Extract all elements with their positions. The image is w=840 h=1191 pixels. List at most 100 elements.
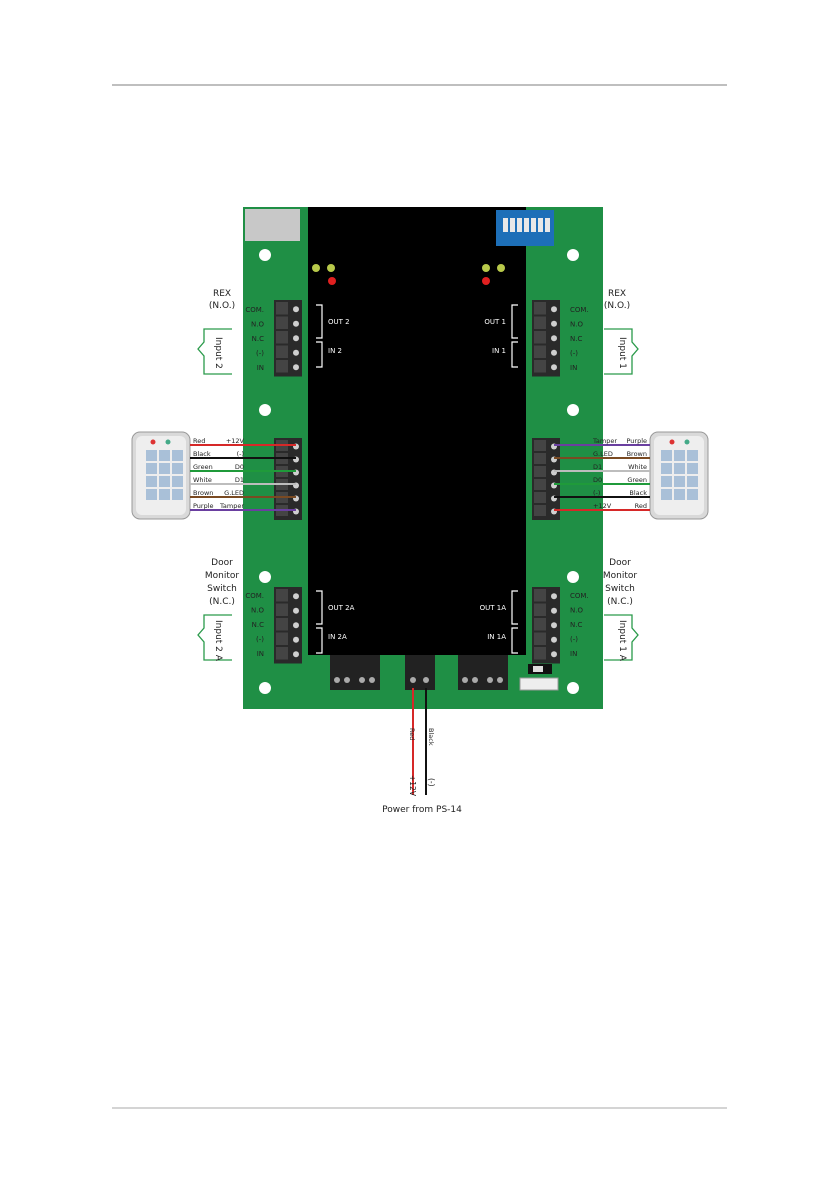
group-bracket	[511, 341, 518, 368]
wiring-labels: COM. N.O N.C (-) IN COM. N.O N.C (-) IN COM. N.O N.C…	[190, 304, 650, 658]
terminal-screw	[293, 622, 299, 629]
board-label-sticker	[245, 209, 300, 241]
right-wire-color-5: Red	[635, 502, 647, 510]
right-top-pin-2: N.C	[570, 335, 582, 343]
terminal-screw	[293, 349, 299, 356]
terminal-screw	[293, 607, 299, 614]
right-wire-signal-0: Tamper	[592, 437, 617, 445]
right-wire-signal-5: +12V	[593, 502, 612, 510]
left-wire-color-5: Purple	[193, 502, 214, 510]
right-wire-signal-3: D0	[593, 476, 602, 484]
group-bracket	[316, 304, 323, 339]
status-leds	[312, 264, 505, 285]
right-wire-color-2: White	[628, 463, 647, 471]
terminal-screw	[551, 335, 557, 342]
left-rex-title: REX	[213, 289, 231, 299]
terminal-screw	[551, 364, 557, 371]
right-in-bottom: IN 1A	[487, 633, 506, 641]
right-bottom-pin-1: N.O	[570, 607, 583, 615]
left-wire-signal-4: G.LED	[224, 489, 244, 497]
right-door-line1: Door	[609, 558, 631, 568]
right-top-pin-3: (-)	[570, 350, 578, 358]
right-rex-sub: (N.O.)	[604, 301, 630, 311]
black-module	[308, 207, 526, 655]
left-wire-color-2: Green	[193, 463, 213, 471]
left-rex-sub: (N.O.)	[209, 301, 235, 311]
right-wire-color-4: Black	[629, 489, 647, 497]
left-door-line1: Door	[211, 558, 233, 568]
terminal-screw	[551, 349, 557, 356]
dip-switch	[496, 210, 554, 246]
left-bottom-pin-0: COM.	[245, 592, 264, 600]
right-out-bottom: OUT 1A	[480, 604, 507, 612]
terminal-block	[532, 438, 560, 520]
power-pos-label: +12V	[408, 775, 417, 797]
right-wire-color-3: Green	[627, 476, 647, 484]
terminal-screw	[293, 320, 299, 327]
left-door-line4: (N.C.)	[209, 597, 235, 607]
terminal-screw	[551, 306, 557, 313]
right-wire-signal-1: G.LED	[593, 450, 613, 458]
left-wire-color-4: Brown	[193, 489, 213, 497]
left-input-top: Input 2	[213, 337, 223, 369]
left-in-top: IN 2	[328, 347, 342, 355]
group-bracket	[511, 304, 518, 339]
terminal-screw	[293, 335, 299, 342]
input-brackets	[197, 328, 639, 661]
mounting-holes	[259, 249, 579, 694]
group-bracket	[316, 341, 323, 368]
right-bottom-pin-2: N.C	[570, 621, 582, 629]
right-labels: REX (N.O.) Door Monitor Switch (N.C.)	[603, 289, 638, 607]
terminal-screw	[293, 593, 299, 600]
right-wire-color-0: Purple	[626, 437, 647, 445]
right-top-pin-0: COM.	[570, 306, 589, 314]
left-top-pin-1: N.O	[251, 321, 264, 329]
left-top-pin-4: IN	[257, 364, 264, 372]
right-top-pin-4: IN	[570, 364, 577, 372]
terminal-block	[274, 300, 302, 377]
terminal-block	[274, 587, 302, 664]
terminal-screw	[551, 636, 557, 643]
left-bottom-pin-2: N.C	[252, 621, 264, 629]
terminal-screw	[293, 651, 299, 658]
left-bottom-pin-4: IN	[257, 650, 264, 658]
terminal-screw	[293, 364, 299, 371]
power-red-label: Red	[408, 728, 416, 740]
right-bottom-pin-0: COM.	[570, 592, 589, 600]
left-top-pin-2: N.C	[252, 335, 264, 343]
group-bracket	[511, 590, 518, 625]
right-door-line3: Switch	[605, 584, 635, 594]
left-wire-color-1: Black	[193, 450, 211, 458]
left-door-line3: Switch	[207, 584, 237, 594]
terminal-block	[274, 438, 302, 520]
power-neg-label: (-)	[427, 778, 436, 787]
right-keypad	[649, 431, 709, 520]
terminal-screw	[293, 636, 299, 643]
right-door-line2: Monitor	[603, 571, 638, 581]
left-wire-color-0: Red	[193, 437, 205, 445]
right-out-top: OUT 1	[484, 318, 506, 326]
right-rex-title: REX	[608, 289, 626, 299]
right-door-line4: (N.C.)	[607, 597, 633, 607]
left-wire-signal-5: Tamper	[219, 502, 244, 510]
right-in-top: IN 1	[492, 347, 506, 355]
right-wire-signal-2: D1	[593, 463, 602, 471]
left-wire-signal-3: D1	[235, 476, 244, 484]
left-wire-signal-1: (-)	[237, 450, 244, 458]
left-out-bottom: OUT 2A	[328, 604, 355, 612]
power-black-label: Black	[427, 728, 435, 746]
terminal-screw	[551, 593, 557, 600]
left-top-pin-0: COM.	[245, 306, 264, 314]
terminal-screw	[551, 607, 557, 614]
left-out-top: OUT 2	[328, 318, 350, 326]
left-wire-signal-2: D0	[235, 463, 244, 471]
power-caption: Power from PS-14	[382, 805, 462, 815]
left-top-pin-3: (-)	[256, 350, 264, 358]
terminal-screw	[551, 651, 557, 658]
terminal-screw	[551, 320, 557, 327]
left-wire-color-3: White	[193, 476, 212, 484]
left-bottom-pin-1: N.O	[251, 607, 264, 615]
right-bottom-pin-3: (-)	[570, 636, 578, 644]
right-input-bottom: Input 1 A	[617, 620, 627, 662]
